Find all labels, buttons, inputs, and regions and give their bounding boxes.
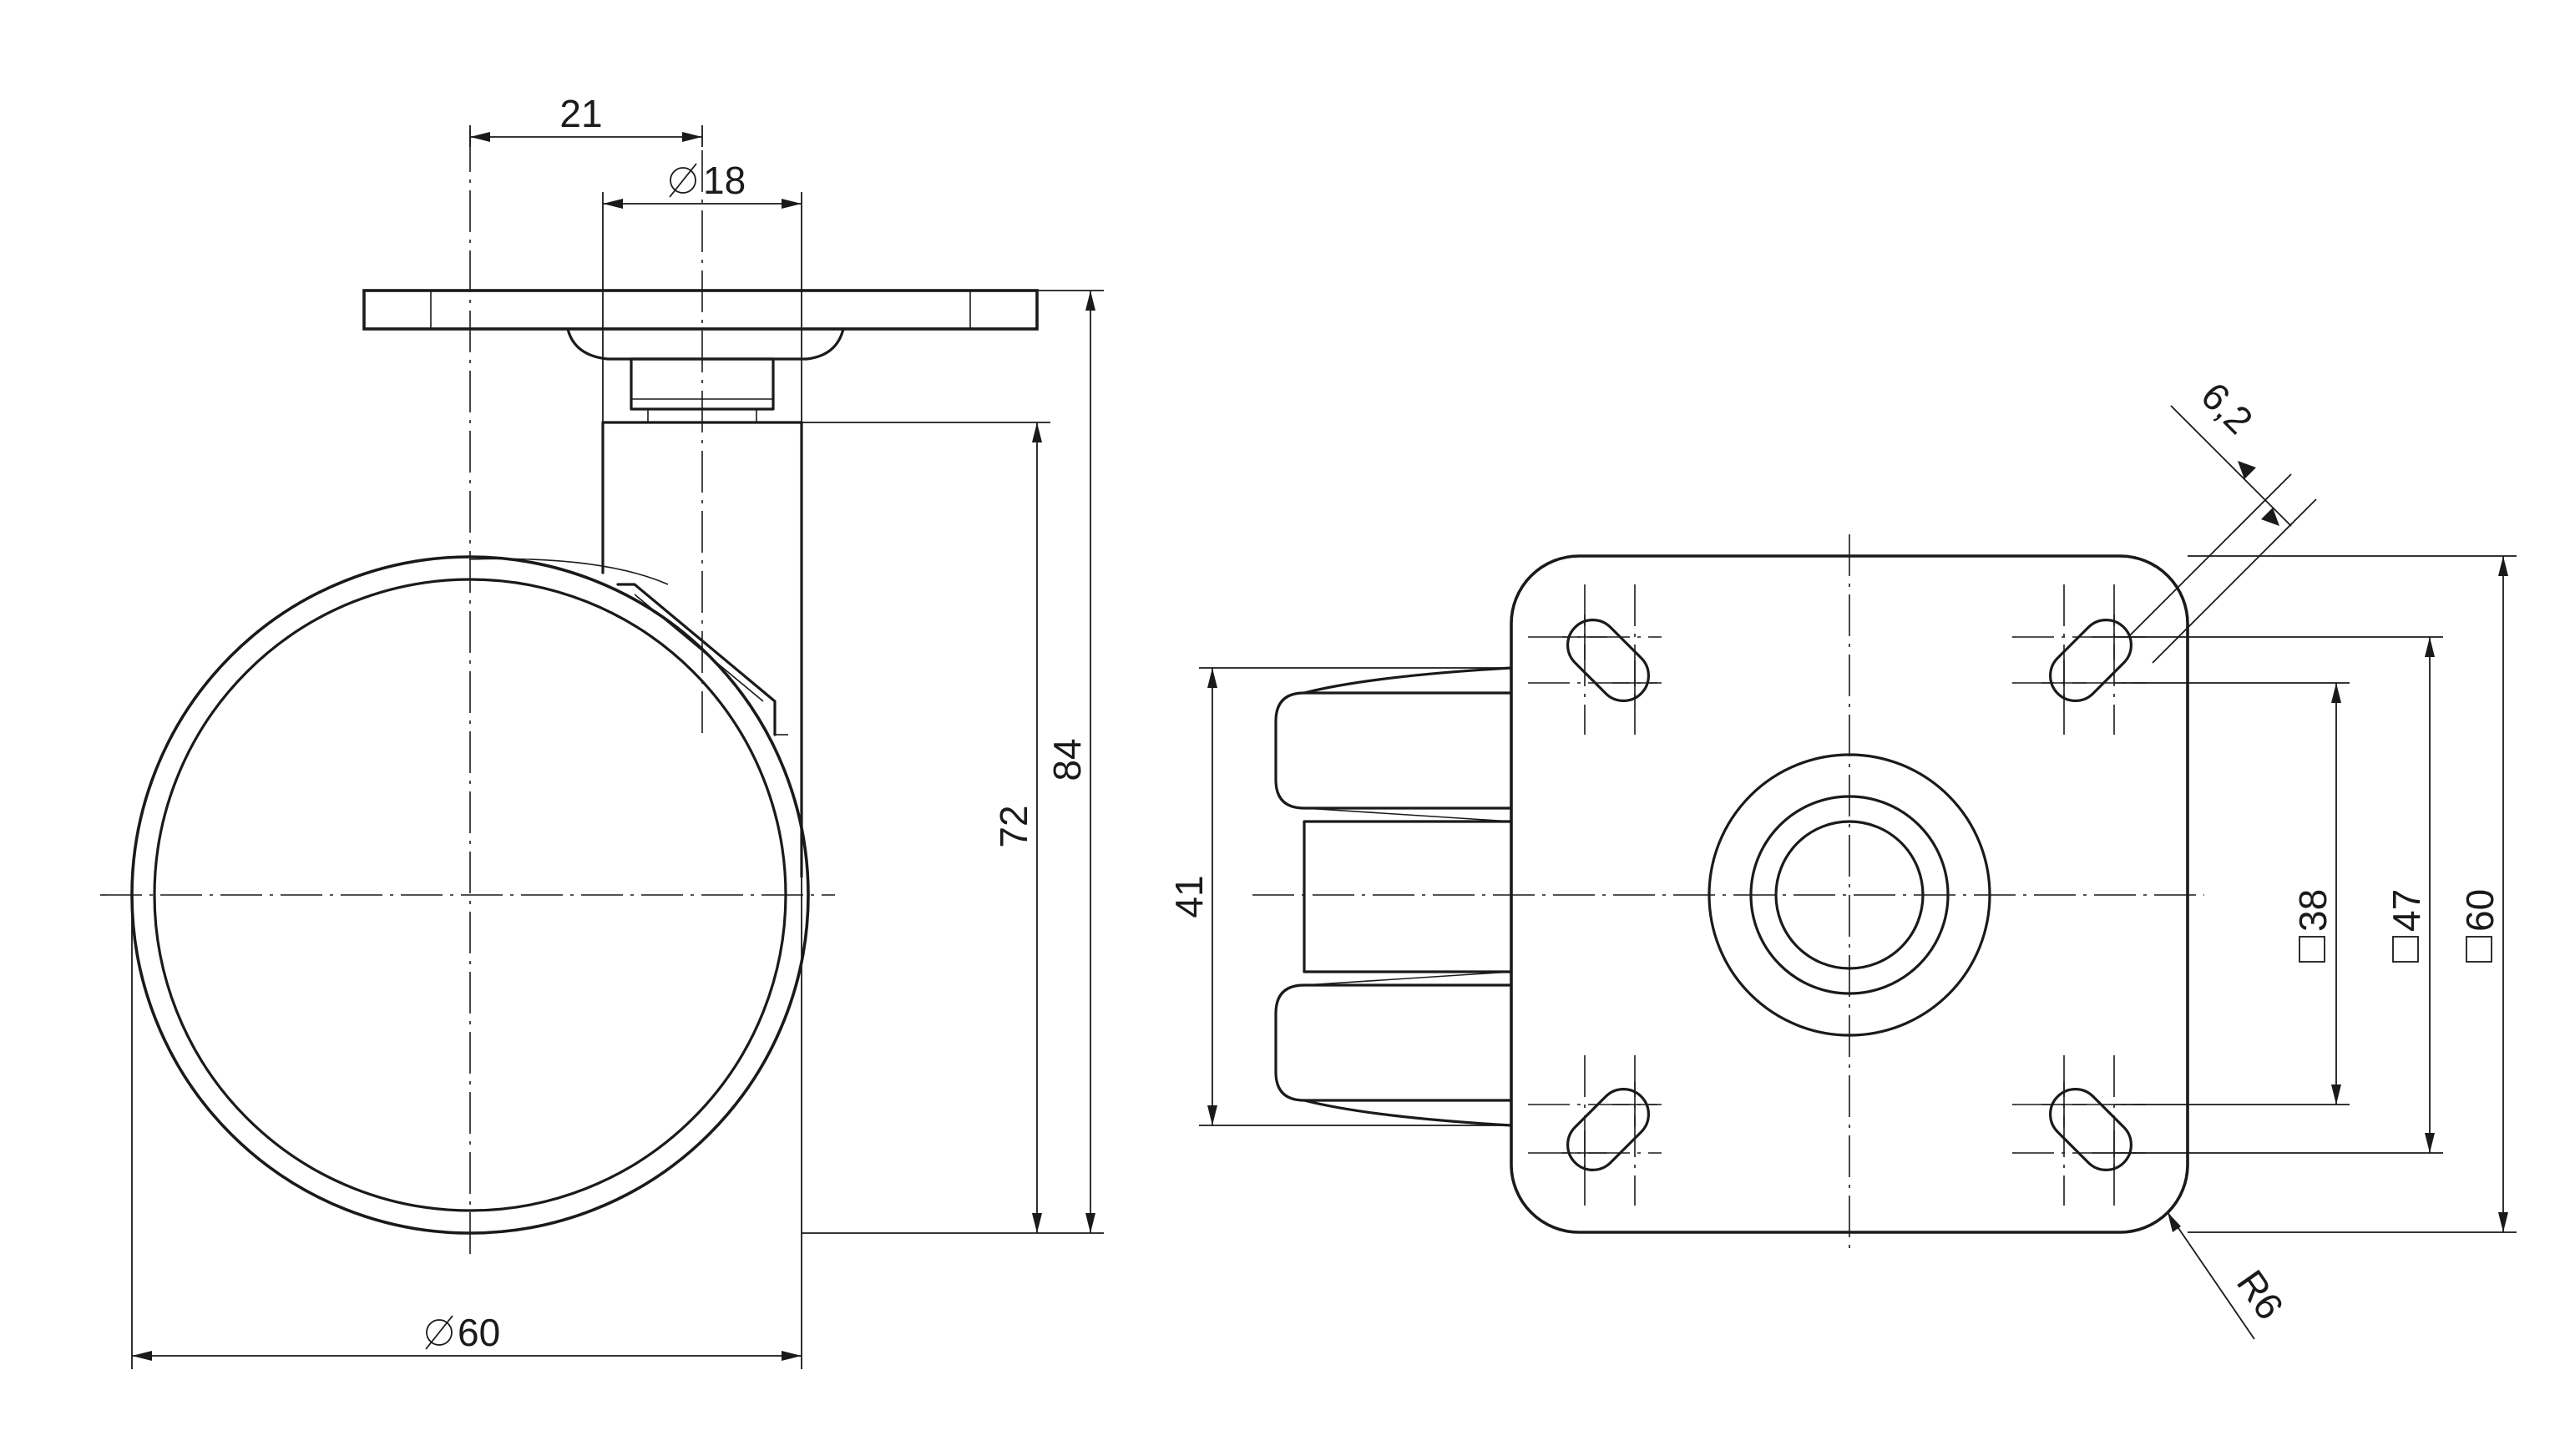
dimension-bolt-square-inner: 38 [2114, 682, 2350, 1105]
dim-bolt-square-inner-label: 38 [2291, 889, 2335, 932]
diameter-symbol-icon [669, 163, 697, 198]
dim-stem-height-label: 72 [992, 805, 1035, 847]
top-plate [362, 289, 1039, 361]
dimension-slot-width: 6,2 [2127, 374, 2317, 664]
diameter-symbol-icon [425, 1315, 453, 1350]
square-symbol-icon [2392, 936, 2419, 963]
dimension-corner-radius: R6 [2167, 1211, 2292, 1340]
slot-bottom-left [1556, 1077, 1661, 1182]
dim-wheel-diameter-label: 60 [458, 1311, 500, 1354]
side-view: 21 18 72 [100, 92, 1104, 1369]
dimension-offset: 21 [469, 92, 703, 147]
dimension-bolt-square-outer: 47 [2114, 636, 2443, 1154]
dim-slot-width-label: 6,2 [2193, 374, 2261, 442]
dim-bolt-square-outer-label: 47 [2385, 889, 2428, 932]
dimension-wheel-diameter: 60 [131, 877, 802, 1369]
dim-wheel-width-label: 41 [1167, 875, 1211, 918]
dim-stem-diameter-label: 18 [703, 159, 746, 202]
dimension-stem-height: 72 [802, 422, 1050, 1234]
dimension-plate-square: 60 [2188, 555, 2517, 1233]
slot-top-right [2038, 608, 2143, 713]
plate-view: 41 6,2 38 [1167, 374, 2517, 1340]
square-symbol-icon [2466, 936, 2492, 963]
square-symbol-icon [2299, 936, 2325, 963]
slot-bottom-right [2038, 1077, 2143, 1182]
dim-plate-square-label: 60 [2458, 889, 2502, 932]
wheel-top [1274, 666, 1513, 1127]
dim-total-height-label: 84 [1045, 738, 1089, 781]
dimension-total-height: 84 [1037, 290, 1104, 1234]
dimension-wheel-width: 41 [1167, 667, 1511, 1126]
dimension-stem-diameter: 18 [602, 159, 802, 422]
dim-offset-label: 21 [559, 92, 602, 135]
dim-corner-radius-label: R6 [2229, 1262, 2292, 1327]
slot-top-left [1556, 608, 1661, 713]
